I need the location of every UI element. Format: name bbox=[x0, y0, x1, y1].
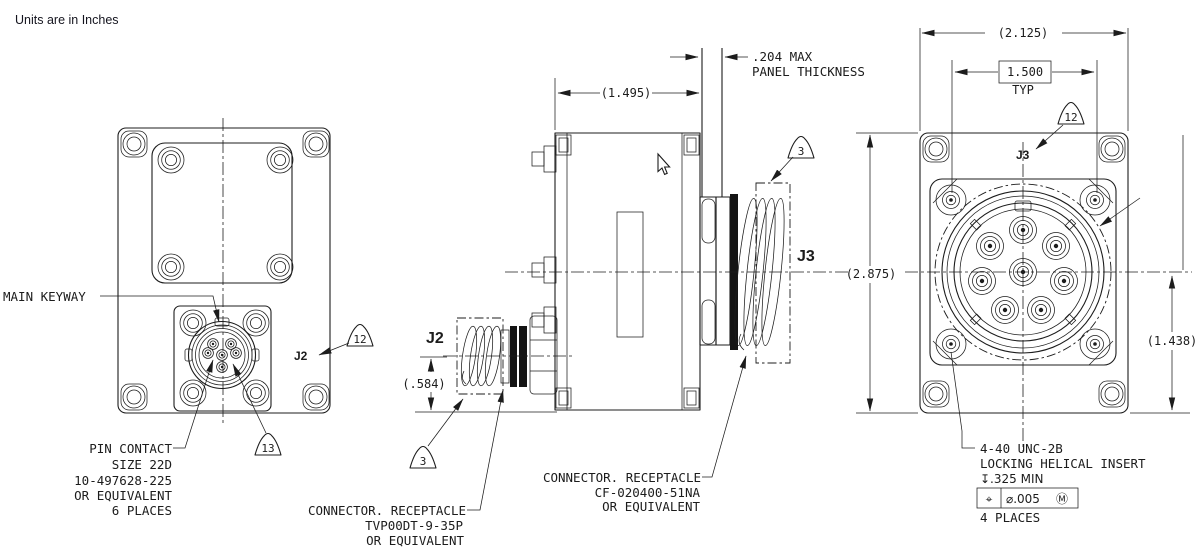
units-note: Units are in Inches bbox=[15, 13, 119, 27]
feature-control-frame: ⌖ ⌀.005 Ⓜ bbox=[976, 487, 1079, 509]
main-keyway-label: MAIN KEYWAY bbox=[3, 289, 86, 304]
j2-view-label: J2 bbox=[294, 349, 308, 363]
svg-text:TVP00DT-9-35P: TVP00DT-9-35P bbox=[365, 518, 463, 533]
svg-text:3: 3 bbox=[798, 145, 805, 158]
receptacle-note-cf: CONNECTOR. RECEPTACLE CF-020400-51NA OR … bbox=[543, 355, 747, 514]
shell-leader bbox=[1099, 197, 1141, 227]
front-view-j3: (2.125) 1.500 TYP (2.875) (1.438) bbox=[846, 26, 1198, 525]
helical-insert-note: 4-40 UNC-2B LOCKING HELICAL INSERT ↧.325… bbox=[950, 351, 1146, 525]
j2-height-dimension: (.584) bbox=[399, 356, 557, 413]
center-to-bottom-dimension: (1.438) bbox=[1130, 135, 1198, 414]
balloon-note-12-right: 12 bbox=[1035, 101, 1085, 150]
svg-text:(1.438): (1.438) bbox=[1147, 334, 1198, 348]
j2-pin-contacts bbox=[202, 338, 242, 373]
width-dimension: (1.495) bbox=[554, 78, 700, 130]
svg-text:(2.875): (2.875) bbox=[846, 267, 897, 281]
j3-plate-outline bbox=[919, 132, 1129, 414]
j3-gasket-dashed-box bbox=[755, 182, 791, 364]
j2-receptacle-side bbox=[456, 315, 558, 395]
svg-text:OR EQUIVALENT: OR EQUIVALENT bbox=[74, 488, 172, 503]
hole-spacing-dimension: 1.500 TYP bbox=[951, 60, 1098, 193]
height-dimension-2875: (2.875) bbox=[846, 132, 918, 414]
svg-text:OR EQUIVALENT: OR EQUIVALENT bbox=[602, 499, 700, 514]
svg-text:OR EQUIVALENT: OR EQUIVALENT bbox=[366, 533, 464, 548]
balloon-note-13: 13 bbox=[232, 363, 282, 456]
j3-receptacle-side bbox=[699, 182, 791, 364]
svg-text:⌖: ⌖ bbox=[986, 492, 993, 506]
svg-text:CF-020400-51NA: CF-020400-51NA bbox=[595, 485, 701, 500]
svg-text:(1.495): (1.495) bbox=[601, 86, 652, 100]
svg-text:4-40 UNC-2B: 4-40 UNC-2B bbox=[980, 441, 1063, 456]
pin-contact-note: PIN CONTACT SIZE 22D 10-497628-225 OR EQ… bbox=[74, 359, 214, 518]
svg-text:.204 MAX: .204 MAX bbox=[752, 49, 813, 64]
svg-text:↧.325 MIN: ↧.325 MIN bbox=[980, 472, 1043, 486]
j2-connector-flange bbox=[173, 305, 272, 412]
svg-text:PANEL THICKNESS: PANEL THICKNESS bbox=[752, 64, 865, 79]
svg-text:CONNECTOR. RECEPTACLE: CONNECTOR. RECEPTACLE bbox=[543, 470, 701, 485]
balloon-note-3-top: 3 bbox=[770, 135, 815, 182]
svg-text:4 PLACES: 4 PLACES bbox=[980, 510, 1040, 525]
svg-text:SIZE 22D: SIZE 22D bbox=[112, 457, 172, 472]
side-view: J2 (.584) (1.495) .204 MAX PANEL THICKNE… bbox=[308, 48, 875, 548]
svg-text:13: 13 bbox=[261, 442, 274, 455]
svg-text:PIN CONTACT: PIN CONTACT bbox=[89, 441, 172, 456]
svg-text:3: 3 bbox=[420, 455, 427, 468]
balloon-note-12-left: 12 bbox=[318, 323, 374, 356]
mouse-cursor-icon bbox=[657, 152, 671, 176]
width-dimension-2125: (2.125) bbox=[919, 26, 1129, 131]
balloon-note-3-bottom: 3 bbox=[409, 398, 464, 469]
svg-text:CONNECTOR. RECEPTACLE: CONNECTOR. RECEPTACLE bbox=[308, 503, 466, 518]
front-view-j2: MAIN KEYWAY J2 12 13 PIN CONTACT SIZE 22… bbox=[3, 118, 374, 518]
j3-view-label: J3 bbox=[1016, 148, 1030, 162]
main-keyway-leader bbox=[100, 295, 220, 323]
svg-text:⌀.005: ⌀.005 bbox=[1006, 492, 1040, 506]
j2-plate-outline bbox=[117, 127, 331, 414]
svg-text:Ⓜ: Ⓜ bbox=[1056, 492, 1068, 506]
svg-text:TYP: TYP bbox=[1012, 83, 1034, 97]
svg-text:1.500: 1.500 bbox=[1007, 65, 1043, 79]
receptacle-note-tvp: CONNECTOR. RECEPTACLE TVP00DT-9-35P OR E… bbox=[308, 389, 504, 548]
svg-text:(.584): (.584) bbox=[402, 377, 445, 391]
svg-text:12: 12 bbox=[353, 333, 366, 346]
panel-thickness: .204 MAX PANEL THICKNESS bbox=[670, 48, 865, 197]
svg-text:12: 12 bbox=[1064, 111, 1077, 124]
svg-text:(2.125): (2.125) bbox=[998, 26, 1049, 40]
j3-side-label: J3 bbox=[797, 248, 815, 265]
svg-text:LOCKING HELICAL INSERT: LOCKING HELICAL INSERT bbox=[980, 456, 1146, 471]
j2-side-label: J2 bbox=[426, 330, 444, 347]
svg-text:10-497628-225: 10-497628-225 bbox=[74, 473, 172, 488]
svg-text:6 PLACES: 6 PLACES bbox=[112, 503, 172, 518]
